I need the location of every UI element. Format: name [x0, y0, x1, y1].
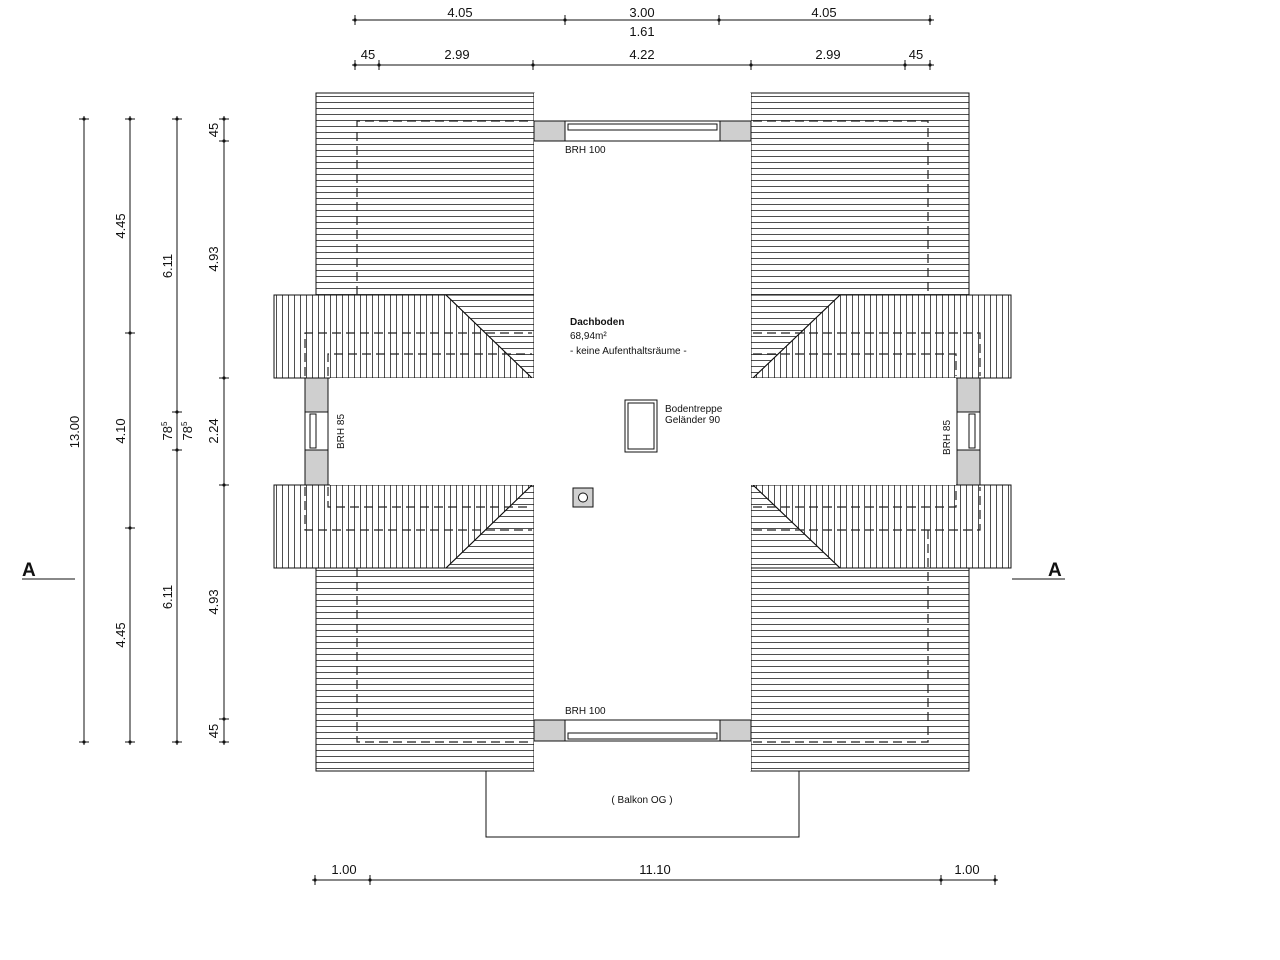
dim-chain-top-2: 45 2.99 4.22 2.99 45: [352, 47, 934, 70]
window-left: [304, 377, 329, 486]
dim-left2-c: 4.45: [113, 622, 128, 647]
attic-stair-hatch: [624, 399, 658, 453]
dim-tick-dot: [563, 18, 567, 22]
dim-top1-c: 4.05: [811, 5, 836, 20]
dim-tick-dot: [175, 448, 179, 452]
dim-chain-left-2: 4.45 4.10 4.45: [113, 116, 135, 745]
roof-top-left: [315, 92, 535, 296]
dim-top1-a: 4.05: [447, 5, 472, 20]
dim-tick-dot: [222, 717, 226, 721]
dim-top2-c: 4.22: [629, 47, 654, 62]
dim-tick-dot: [128, 740, 132, 744]
dim-tick-dot: [128, 331, 132, 335]
window-bottom: [533, 719, 752, 742]
roof-bottom-left: [315, 567, 535, 772]
dim-top2-a: 45: [361, 47, 375, 62]
dim-top2-b: 2.99: [444, 47, 469, 62]
dim-left-total: 13.00: [67, 416, 82, 449]
section-letter-left: A: [22, 560, 36, 581]
dim-tick-dot: [928, 63, 932, 67]
dim-left4-e: 45: [206, 724, 221, 738]
dim-tick-dot: [175, 117, 179, 121]
balcony-label: ( Balkon OG ): [611, 795, 672, 806]
dim-tick-dot: [128, 526, 132, 530]
dim-tick-dot: [749, 63, 753, 67]
dim-tick-dot: [377, 63, 381, 67]
dim-tick-dot: [531, 63, 535, 67]
dim-tick-dot: [222, 139, 226, 143]
dim-tick-dot: [313, 878, 317, 882]
stair-label-1: Bodentreppe: [665, 404, 723, 415]
dim-tick-dot: [928, 18, 932, 22]
dim-left4-d: 4.93: [206, 589, 221, 614]
dim-chain-top-1: 4.05 3.00 4.05 1.61: [352, 5, 934, 39]
dim-chain-left-1: 13.00: [67, 116, 89, 745]
window-right: [956, 377, 981, 486]
dim-tick-dot: [82, 740, 86, 744]
section-marker-left: A: [22, 560, 75, 581]
window-bottom-label: BRH 100: [565, 706, 606, 717]
dim-tick-dot: [717, 18, 721, 22]
dim-chain-left-4: 45 4.93 2.24 4.93 45: [206, 116, 229, 745]
dim-left4-a: 45: [206, 123, 221, 137]
dim-top1-b: 3.00: [629, 5, 654, 20]
dim-left3-c-sup: 5: [180, 421, 189, 426]
dim-chain-left-3: 6.11 785 785 6.11: [160, 116, 195, 745]
dim-tick-dot: [222, 483, 226, 487]
chimney: [572, 487, 594, 508]
dim-left3-a: 6.11: [160, 254, 175, 278]
room-note: - keine Aufenthaltsräume -: [570, 346, 687, 357]
dim-tick-dot: [128, 117, 132, 121]
dim-tick-dot: [222, 376, 226, 380]
dim-bottom-a: 1.00: [331, 862, 356, 877]
dim-tick-dot: [175, 740, 179, 744]
dim-top1-sub: 1.61: [629, 24, 654, 39]
room-area: 68,94m²: [570, 331, 607, 342]
dim-tick-dot: [939, 878, 943, 882]
dim-left3-d: 6.11: [160, 585, 175, 609]
roof-top-right: [750, 92, 970, 296]
dim-tick-dot: [353, 63, 357, 67]
dim-left3-b: 785: [160, 421, 175, 440]
dim-chain-bottom: 1.00 11.10 1.00: [312, 862, 998, 885]
dim-tick-dot: [82, 117, 86, 121]
window-top-label: BRH 100: [565, 145, 606, 156]
dim-bottom-b: 11.10: [639, 862, 671, 877]
dim-tick-dot: [368, 878, 372, 882]
dim-tick-dot: [993, 878, 997, 882]
dim-left3-c: 785: [180, 421, 195, 440]
dim-left4-b: 4.93: [206, 246, 221, 271]
roof-bottom-right: [750, 567, 970, 772]
dim-tick-dot: [353, 18, 357, 22]
roof-surfaces: [273, 92, 1012, 772]
window-top: [533, 120, 752, 142]
dim-tick-dot: [175, 410, 179, 414]
dim-left2-a: 4.45: [113, 213, 128, 238]
dim-tick-dot: [222, 740, 226, 744]
window-right-label: BRH 85: [942, 420, 953, 455]
dim-left3-b-sup: 5: [160, 421, 169, 426]
dim-left4-c: 2.24: [206, 418, 221, 443]
dim-top2-d: 2.99: [815, 47, 840, 62]
stair-label-2: Geländer 90: [665, 415, 720, 426]
section-letter-right: A: [1048, 560, 1062, 581]
dim-bottom-c: 1.00: [954, 862, 979, 877]
section-marker-right: A: [1012, 560, 1065, 581]
dim-tick-dot: [903, 63, 907, 67]
dim-top2-e: 45: [909, 47, 923, 62]
room-name: Dachboden: [570, 317, 624, 328]
dim-tick-dot: [222, 117, 226, 121]
balcony-outline: [485, 771, 800, 838]
dim-left2-b: 4.10: [113, 418, 128, 443]
window-left-label: BRH 85: [336, 414, 347, 449]
wall-outline-dashed: [304, 120, 981, 743]
